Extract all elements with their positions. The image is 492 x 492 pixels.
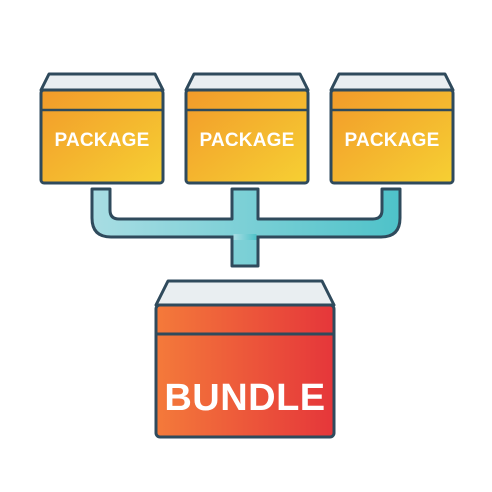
package-box-3: PACKAGE <box>329 72 455 185</box>
bundle-body <box>154 303 336 439</box>
bundle-label: BUNDLE <box>164 377 325 419</box>
package-lid <box>329 72 455 92</box>
package-label: PACKAGE <box>200 130 295 151</box>
connector-joint <box>233 234 257 240</box>
package-box-1: PACKAGE <box>39 72 165 185</box>
package-body <box>329 88 455 185</box>
connector <box>90 187 402 268</box>
package-lid <box>184 72 310 92</box>
package-body <box>184 88 310 185</box>
package-label: PACKAGE <box>55 130 150 151</box>
package-box-2: PACKAGE <box>184 72 310 185</box>
bundle-lid <box>154 279 336 307</box>
bundle-box: BUNDLE <box>154 279 336 439</box>
package-body <box>39 88 165 185</box>
connector-pipe <box>90 187 402 268</box>
package-label: PACKAGE <box>345 130 440 151</box>
package-lid <box>39 72 165 92</box>
